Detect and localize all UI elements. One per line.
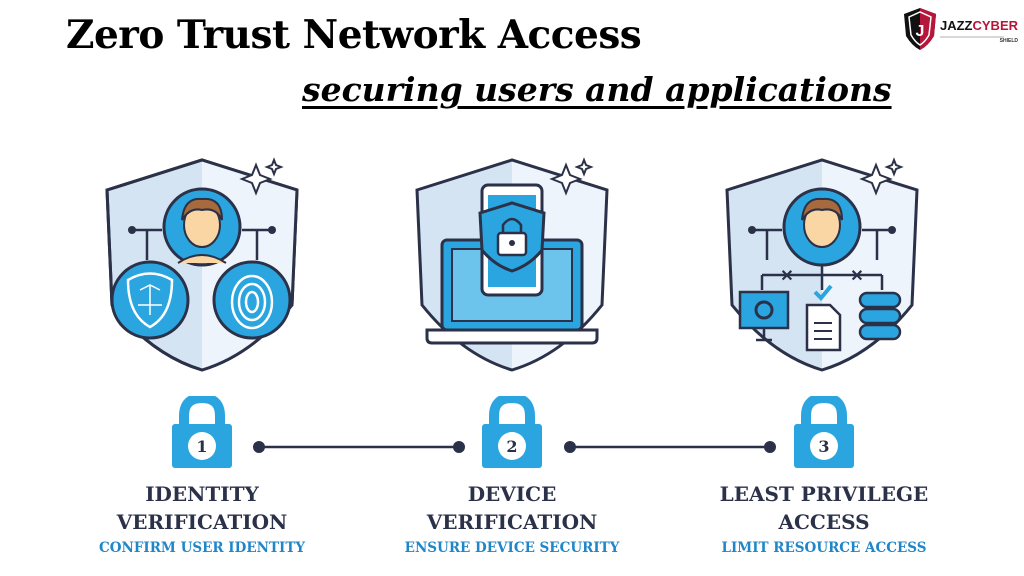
lock-icon: 3 xyxy=(794,396,854,468)
svg-text:J: J xyxy=(916,23,925,40)
connector-2-3 xyxy=(564,441,776,453)
step-subtitle: CONFIRM USER IDENTITY xyxy=(98,540,306,556)
page-subtitle: securing users and applications xyxy=(302,70,892,109)
least-privilege-illustration: ✕ ✕ xyxy=(725,157,919,372)
step-subtitle: ENSURE DEVICE SECURITY xyxy=(404,540,620,556)
connector-1-2 xyxy=(253,441,465,453)
step-number: 1 xyxy=(196,437,207,456)
step-subtitle: LIMIT RESOURCE ACCESS xyxy=(721,540,927,556)
device-illustration xyxy=(415,157,609,372)
lock-icon: 2 xyxy=(482,396,542,468)
lock-icon: 1 xyxy=(172,396,232,468)
svg-text:✕: ✕ xyxy=(850,266,863,285)
svg-text:JAZZCYBER: JAZZCYBER xyxy=(940,18,1019,33)
jazzcyber-logo: J JAZZCYBER SHIELD xyxy=(904,8,1019,50)
identity-illustration xyxy=(105,157,299,372)
svg-text:SHIELD: SHIELD xyxy=(1000,38,1019,44)
svg-text:✕: ✕ xyxy=(780,266,793,285)
step-number: 3 xyxy=(818,437,829,456)
step-number: 2 xyxy=(506,437,517,456)
page-title: Zero Trust Network Access xyxy=(66,12,642,58)
